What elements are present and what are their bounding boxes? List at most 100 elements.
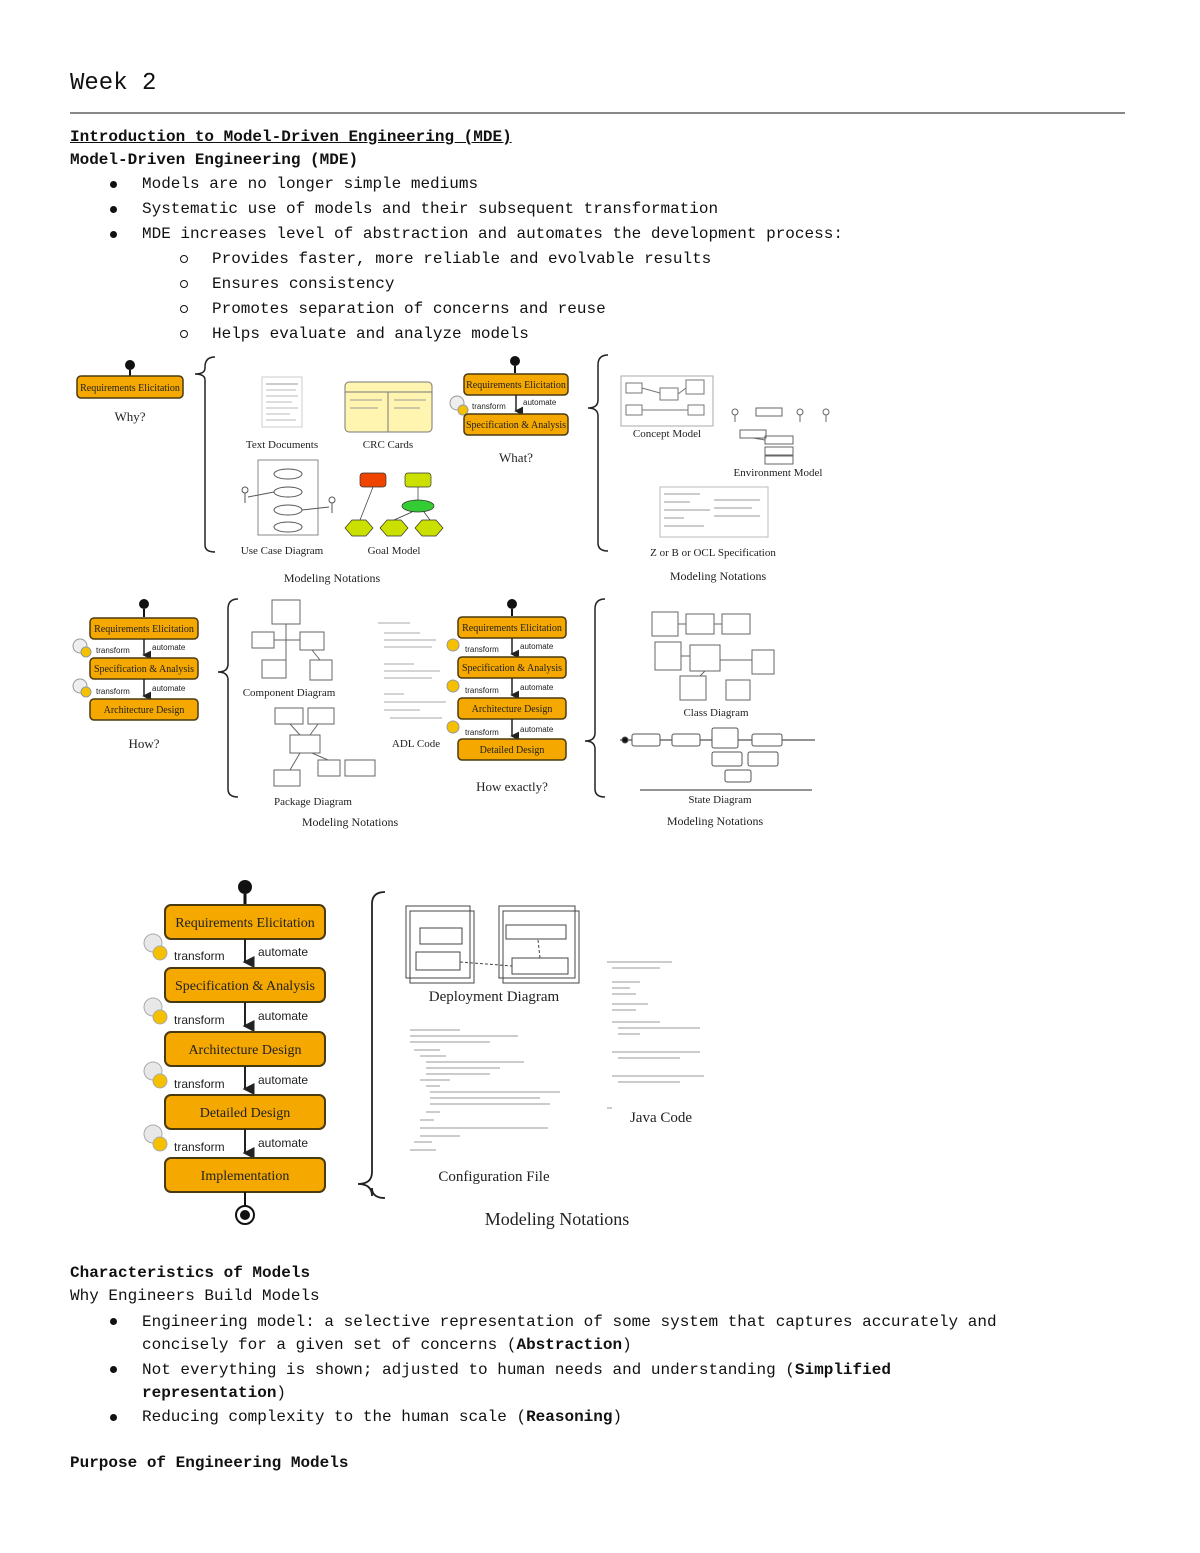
start-node-icon — [139, 599, 149, 609]
bullet-icon — [110, 1366, 117, 1373]
automate-label: automate — [152, 684, 186, 693]
question-label: Why? — [114, 409, 145, 424]
notation-label: Concept Model — [633, 428, 701, 440]
gear-icon — [152, 1009, 168, 1025]
automate-label: automate — [258, 945, 308, 959]
automate-label: automate — [258, 1136, 308, 1150]
brace-icon — [587, 354, 609, 552]
list-item: Models are no longer simple mediums — [70, 174, 843, 199]
modeling-notations-label: Modeling Notations — [284, 571, 381, 585]
automate-label: automate — [520, 683, 554, 692]
question-label: How? — [128, 736, 159, 751]
stage-label: Requirements Elicitation — [94, 624, 194, 635]
sub-bullet-icon — [180, 305, 188, 313]
list-item: Ensures consistency — [70, 274, 843, 299]
sub-bullet-icon — [180, 330, 188, 338]
panel-how-exactly: Requirements Elicitation transform autom… — [446, 598, 815, 828]
transform-label: transform — [174, 1140, 225, 1154]
panel-why: Requirements Elicitation Why? Text Docum… — [76, 356, 444, 585]
stage-label: Specification & Analysis — [175, 979, 315, 994]
panel-what: Requirements Elicitation transform autom… — [449, 354, 830, 583]
sub-bullet-icon — [180, 255, 188, 263]
modeling-notations-label: Modeling Notations — [485, 1209, 630, 1229]
title-divider — [70, 112, 1125, 114]
stage-label: Specification & Analysis — [466, 420, 566, 431]
concept-model-thumbnail — [620, 375, 714, 427]
gear-icon — [152, 1136, 168, 1152]
stage-label: Requirements Elicitation — [462, 623, 562, 634]
configuration-file-thumbnail — [410, 1029, 560, 1151]
component-diagram-thumbnail — [251, 599, 333, 681]
stage-label: Architecture Design — [104, 705, 185, 716]
start-node-icon — [125, 360, 135, 370]
intro-bullet-list: Models are no longer simple mediums Syst… — [70, 174, 843, 349]
modeling-notations-label: Modeling Notations — [670, 569, 767, 583]
notation-label: Configuration File — [438, 1169, 550, 1185]
gear-icon — [152, 1073, 168, 1089]
sub-bullet-icon — [180, 280, 188, 288]
gear-icon — [152, 945, 168, 961]
transform-label: transform — [96, 646, 130, 655]
notation-label: Environment Model — [734, 467, 823, 479]
automate-label: automate — [523, 398, 557, 407]
notation-label: Use Case Diagram — [241, 545, 324, 557]
gear-icon — [457, 404, 469, 416]
notation-label: Java Code — [630, 1110, 692, 1126]
stage-label: Architecture Design — [472, 704, 553, 715]
panel-full-process: Requirements Elicitation transform autom… — [143, 880, 704, 1229]
subheading-why-engineers: Why Engineers Build Models — [70, 1287, 320, 1305]
stage-label: Requirements Elicitation — [80, 383, 180, 394]
notation-label: Component Diagram — [243, 687, 336, 699]
gear-icon — [446, 638, 460, 652]
transform-label: transform — [465, 728, 499, 737]
gear-icon — [446, 720, 460, 734]
notation-label: ADL Code — [392, 738, 440, 750]
automate-label: automate — [258, 1073, 308, 1087]
list-item: Helps evaluate and analyze models — [70, 324, 843, 349]
state-diagram-thumbnail — [620, 727, 815, 791]
gear-icon — [80, 646, 92, 658]
page-title: Week 2 — [70, 70, 157, 97]
stage-label: Specification & Analysis — [462, 663, 562, 674]
notation-label: Z or B or OCL Specification — [650, 547, 776, 559]
section-heading-purpose: Purpose of Engineering Models — [70, 1454, 349, 1472]
notation-label: Package Diagram — [274, 796, 352, 808]
transform-label: transform — [174, 949, 225, 963]
characteristics-bullet-list: Engineering model: a selective represent… — [70, 1311, 997, 1432]
transform-label: transform — [174, 1077, 225, 1091]
gear-icon — [446, 679, 460, 693]
list-item: Reducing complexity to the human scale (… — [70, 1407, 997, 1432]
z-spec-thumbnail — [659, 486, 769, 538]
transform-label: transform — [472, 402, 506, 411]
section-heading-intro: Introduction to Model-Driven Engineering… — [70, 128, 512, 146]
stage-label: Specification & Analysis — [94, 664, 194, 675]
notation-label: Deployment Diagram — [429, 989, 560, 1005]
stage-label: Requirements Elicitation — [175, 916, 315, 931]
panel-how: Requirements Elicitation transform autom… — [72, 598, 446, 829]
stage-box — [457, 738, 567, 761]
modeling-notations-label: Modeling Notations — [302, 815, 399, 829]
question-label: What? — [499, 450, 533, 465]
transform-label: transform — [174, 1013, 225, 1027]
list-item: Not everything is shown; adjusted to hum… — [70, 1359, 997, 1407]
question-label: How exactly? — [476, 779, 548, 794]
notation-label: Text Documents — [246, 439, 318, 451]
section-heading-characteristics: Characteristics of Models — [70, 1264, 311, 1282]
notation-label: Goal Model — [368, 545, 421, 557]
list-item: Engineering model: a selective represent… — [70, 1311, 997, 1359]
list-item: Promotes separation of concerns and reus… — [70, 299, 843, 324]
environment-model-thumbnail — [731, 407, 830, 465]
automate-label: automate — [258, 1009, 308, 1023]
crc-card-thumbnail — [344, 381, 433, 433]
adl-code-thumbnail — [378, 622, 446, 719]
class-diagram-thumbnail — [651, 611, 775, 701]
list-item: MDE increases level of abstraction and a… — [70, 224, 843, 249]
transform-label: transform — [465, 686, 499, 695]
stage-label: Detailed Design — [200, 1106, 291, 1121]
start-node-icon — [510, 356, 520, 366]
deployment-diagram-thumbnail — [405, 905, 580, 984]
stage-box — [463, 413, 569, 436]
modeling-notations-label: Modeling Notations — [667, 814, 764, 828]
bullet-icon — [110, 1318, 117, 1325]
